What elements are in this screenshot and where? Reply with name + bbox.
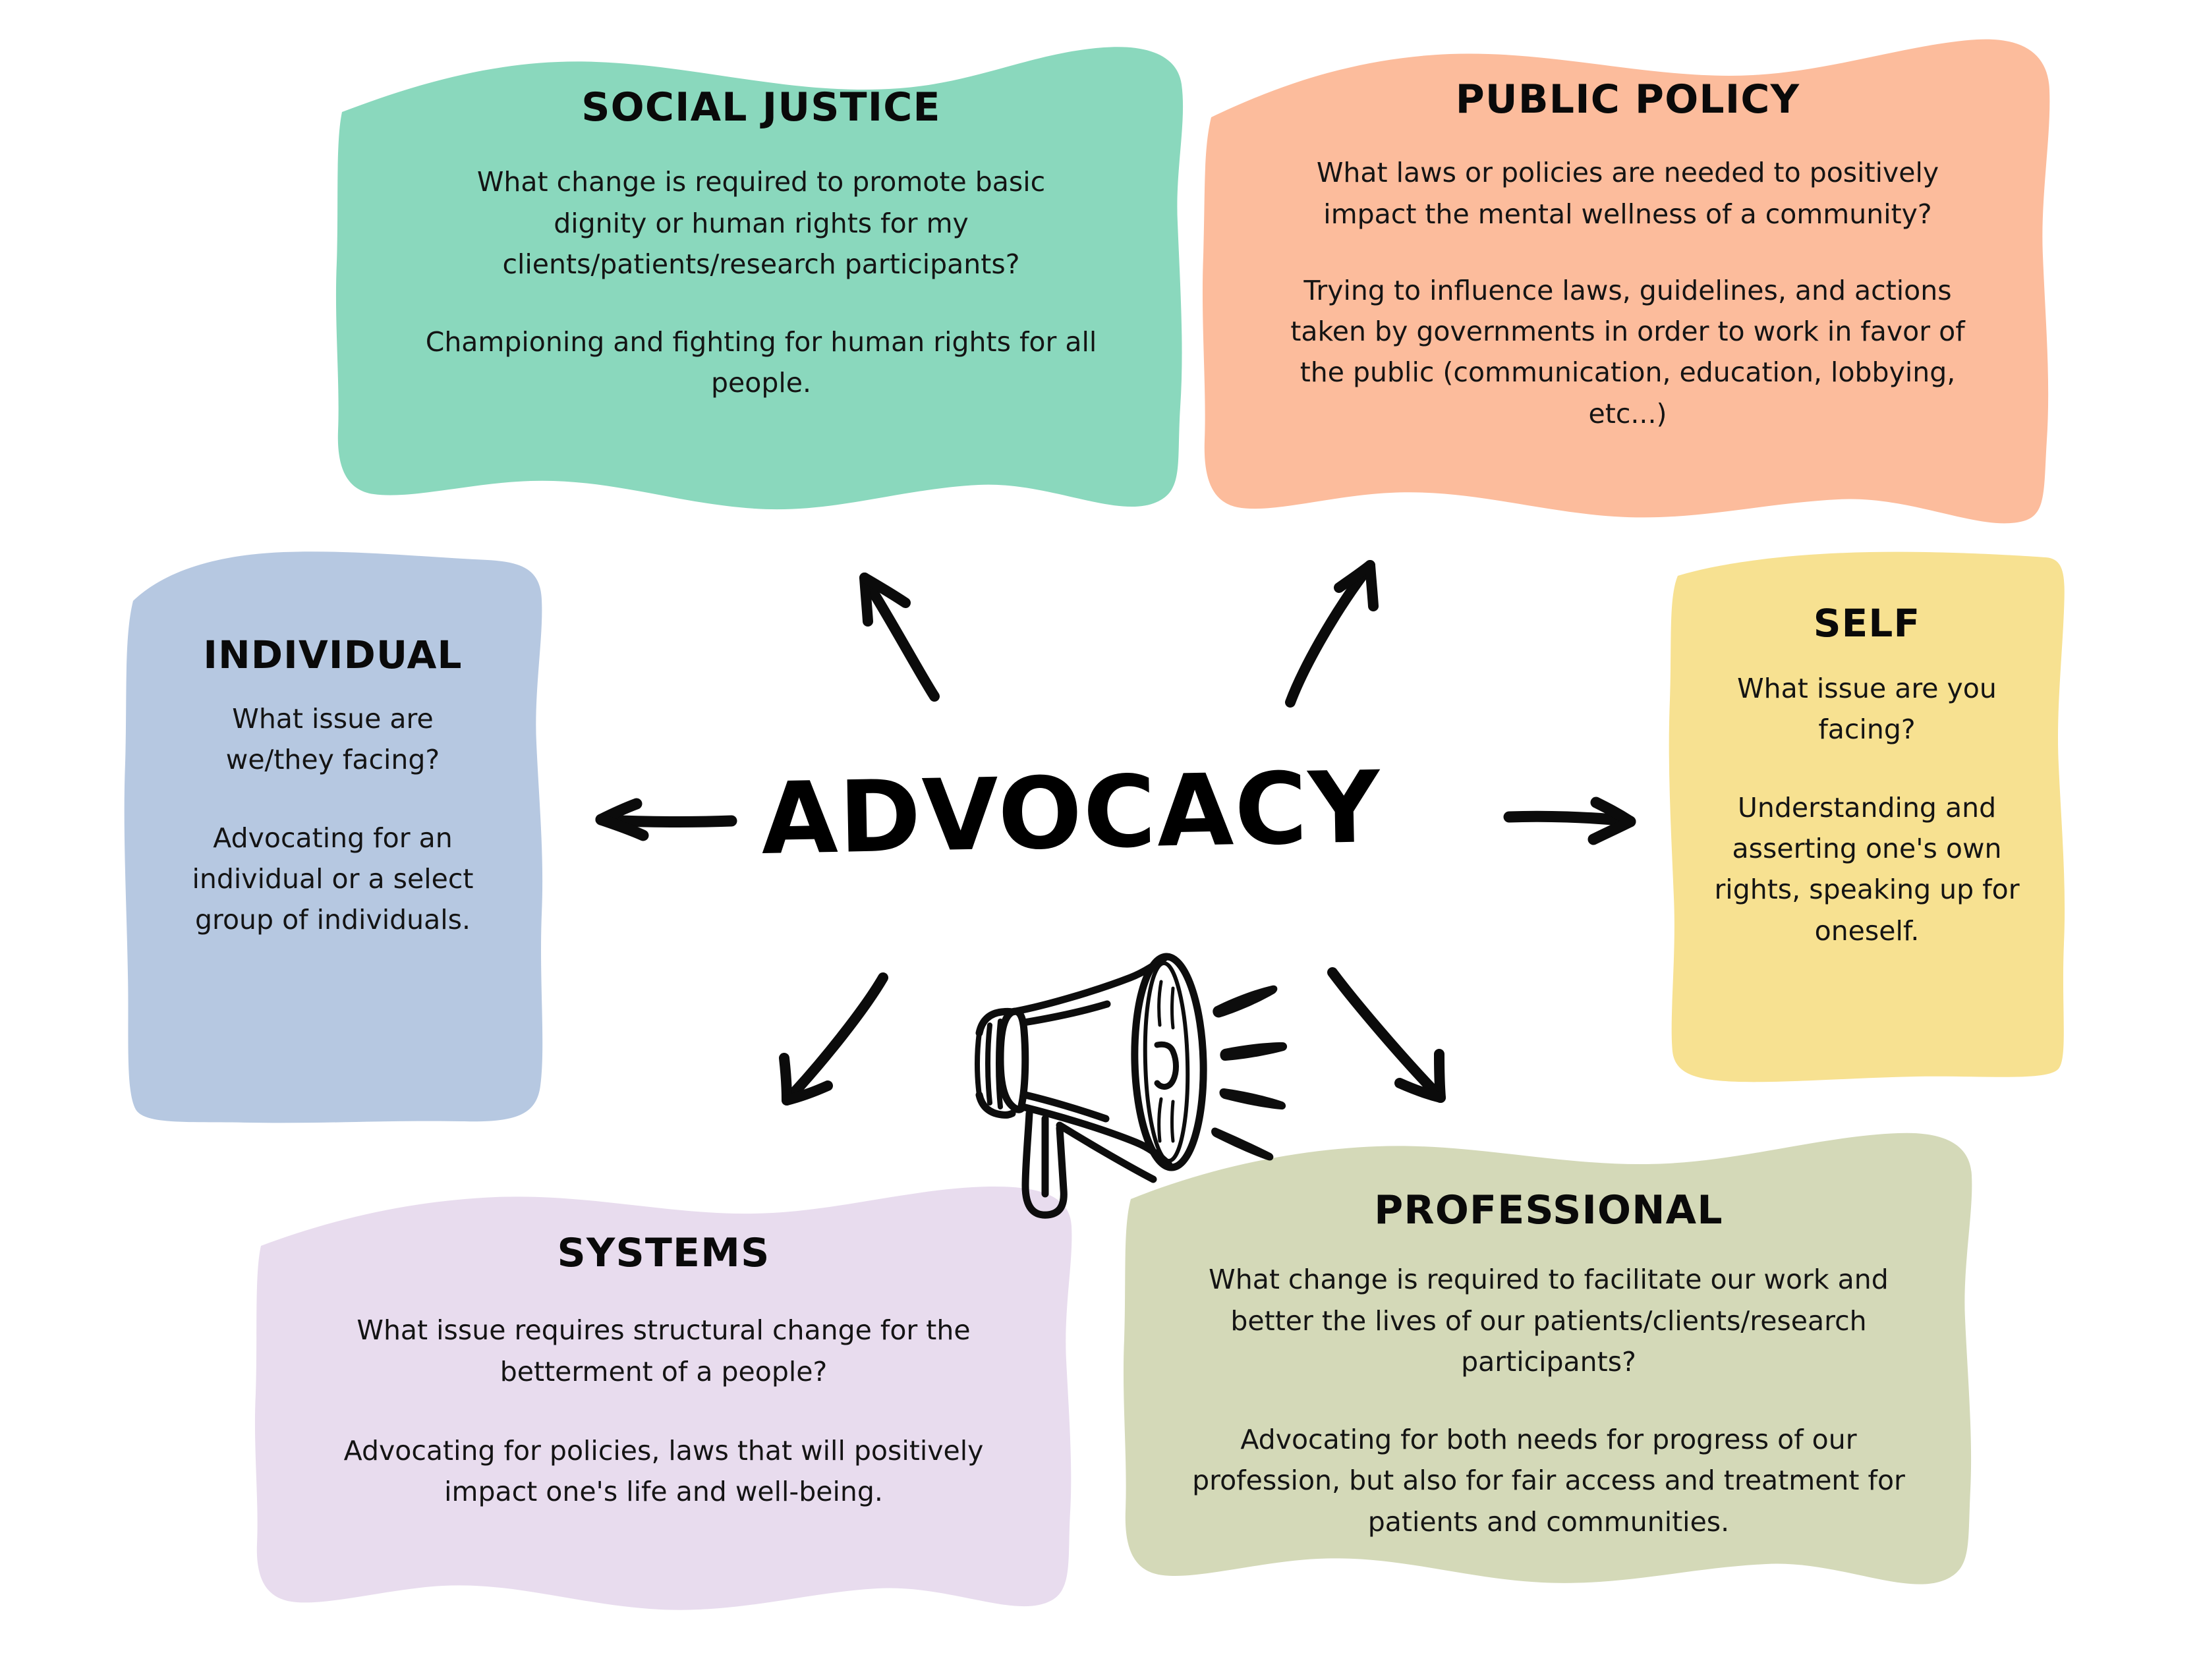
social-justice-question: What change is required to promote basic… [476, 166, 1046, 280]
systems-question: What issue requires structural change fo… [357, 1314, 971, 1387]
arrow-up-right-to-public-policy [1239, 553, 1397, 718]
individual-definition: Advocating for an individual or a select… [192, 822, 474, 936]
arrow-right-to-self [1503, 791, 1649, 870]
card-professional: PROFESSIONAL What change is required to … [1120, 1128, 1977, 1589]
self-definition: Understanding and asserting one's own ri… [1714, 791, 2020, 947]
arrow-down-right-to-professional [1298, 963, 1463, 1128]
arrow-down-left-glyph [779, 972, 888, 1106]
self-blob-shape [1669, 551, 2065, 1082]
arrow-down-left-to-systems [771, 968, 929, 1133]
card-social-justice: SOCIAL JUSTICE What change is required t… [333, 38, 1189, 513]
systems-blob-shape [254, 1186, 1072, 1610]
self-title: SELF [1813, 601, 1921, 646]
systems-title: SYSTEMS [557, 1230, 770, 1276]
public-policy-definition: Trying to influence laws, guidelines, an… [1290, 274, 1965, 430]
professional-question: What change is required to facilitate ou… [1209, 1264, 1889, 1378]
public-policy-title: PUBLIC POLICY [1455, 76, 1800, 123]
advocacy-center-label: ADVOCACY [760, 750, 1383, 878]
arrow-up-left-glyph [859, 573, 940, 702]
megaphone-sound-waves [1211, 985, 1288, 1161]
card-systems: SYSTEMS What issue requires structural c… [252, 1183, 1075, 1617]
self-question: What issue are you facing? [1737, 673, 1997, 746]
individual-question: What issue are we/they facing? [225, 703, 440, 776]
individual-title: INDIVIDUAL [203, 632, 463, 677]
social-justice-definition: Championing and fighting for human right… [425, 326, 1097, 399]
arrow-up-right-glyph [1285, 560, 1379, 708]
public-policy-question: What laws or policies are needed to posi… [1316, 157, 1939, 230]
professional-definition: Advocating for both needs for progress o… [1192, 1424, 1905, 1538]
systems-definition: Advocating for policies, laws that will … [343, 1434, 984, 1508]
arrow-up-left-to-social-justice [837, 557, 995, 715]
professional-blob-shape [1123, 1133, 1972, 1584]
card-individual: INDIVIDUAL What issue are we/they facing… [119, 546, 547, 1125]
individual-blob-shape [124, 551, 543, 1123]
arrow-right-glyph [1503, 797, 1636, 845]
arrow-left-glyph [595, 798, 737, 841]
social-justice-title: SOCIAL JUSTICE [581, 84, 941, 130]
professional-title: PROFESSIONAL [1374, 1187, 1723, 1233]
card-public-policy: PUBLIC POLICY What laws or policies are … [1199, 32, 2056, 526]
card-self: SELF What issue are you facing? Understa… [1666, 548, 2068, 1087]
megaphone-icon [949, 949, 1298, 1258]
social-justice-blob-shape [335, 47, 1184, 510]
arrow-left-to-individual [585, 789, 737, 868]
megaphone-glyph [975, 953, 1288, 1219]
arrow-down-right-glyph [1327, 967, 1446, 1103]
public-policy-blob-shape [1202, 39, 2050, 524]
